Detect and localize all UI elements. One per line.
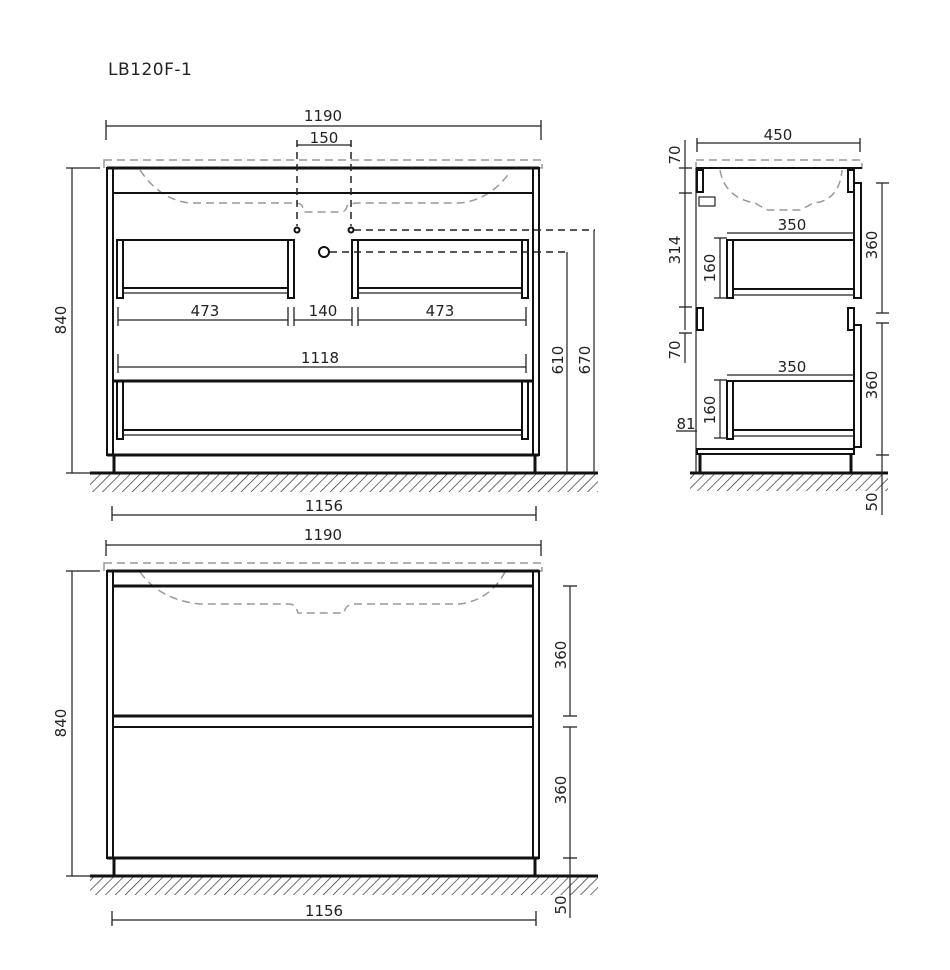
dim-inlet-height: 670 bbox=[576, 346, 594, 375]
dim-top-gap: 70 bbox=[666, 145, 684, 164]
dim-drawer-depth-lower: 350 bbox=[778, 358, 807, 376]
dim-upper-section: 314 bbox=[666, 236, 684, 265]
dim-leg-height: 50 bbox=[863, 492, 881, 511]
dim-base-width-closed: 1156 bbox=[305, 902, 343, 920]
dim-base-width: 1156 bbox=[305, 497, 343, 515]
dim-drawer-depth-upper: 350 bbox=[778, 216, 807, 234]
dim-bottom-drawer: 1118 bbox=[301, 349, 339, 367]
front-view-closed: 1190 840 360 360 50 1156 bbox=[52, 526, 598, 926]
dim-depth: 450 bbox=[764, 126, 793, 144]
dim-leg-height-closed: 50 bbox=[552, 895, 570, 914]
dim-drawer-left: 473 bbox=[191, 302, 220, 320]
dim-front-lower-closed: 360 bbox=[552, 776, 570, 805]
side-view: 450 70 314 70 350 350 160 160 81 360 360 bbox=[666, 126, 889, 515]
dim-front-lower: 360 bbox=[863, 371, 881, 400]
dim-front-upper: 360 bbox=[863, 231, 881, 260]
dim-width-top-closed: 1190 bbox=[304, 526, 342, 544]
dim-drawer-height-upper: 160 bbox=[701, 254, 719, 283]
front-view-open: 1190 150 840 473 140 473 1118 610 670 11… bbox=[52, 107, 598, 521]
dim-drawer-height-lower: 160 bbox=[701, 396, 719, 425]
dim-drawer-gap: 140 bbox=[309, 302, 338, 320]
dim-middle-gap: 70 bbox=[666, 340, 684, 359]
dim-front-upper-closed: 360 bbox=[552, 641, 570, 670]
dim-width-top: 1190 bbox=[304, 107, 342, 125]
dim-drawer-right: 473 bbox=[426, 302, 455, 320]
dim-height-total: 840 bbox=[52, 306, 70, 335]
basin-outline bbox=[139, 169, 511, 213]
dim-height-total-closed: 840 bbox=[52, 709, 70, 738]
model-title: LB120F-1 bbox=[108, 60, 193, 80]
dim-drain-height: 610 bbox=[549, 346, 567, 375]
dim-tap-spacing: 150 bbox=[310, 129, 339, 147]
dim-bottom-offset: 81 bbox=[676, 415, 695, 433]
